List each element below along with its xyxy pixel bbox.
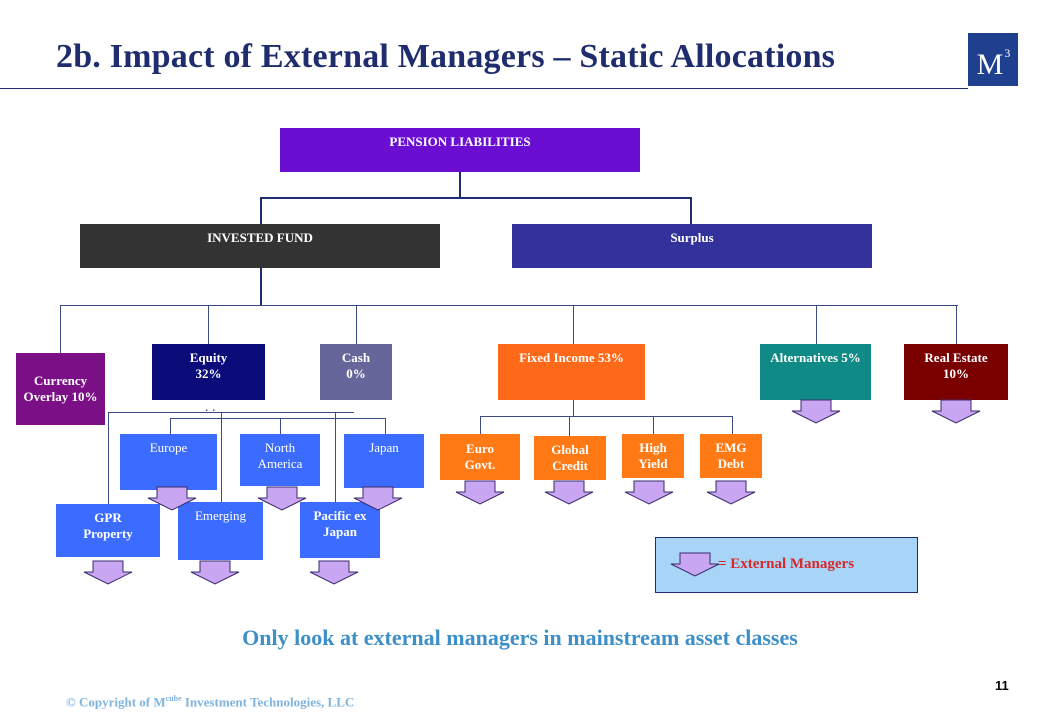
logo-superscript: 3: [1004, 46, 1011, 60]
connector-japan: [385, 418, 386, 434]
connector-liabilities-down: [459, 172, 461, 198]
europe-box: Europe: [120, 434, 217, 490]
connector-fixed-down: [573, 400, 574, 417]
connector-pacific: [335, 412, 336, 504]
connector-equity: [208, 305, 209, 345]
pacific-ex-japan-label: Pacific ex Japan: [313, 508, 367, 540]
alternatives-box: Alternatives 5%: [760, 344, 871, 400]
emerging-label: Emerging: [194, 508, 247, 523]
north-america-label: North America: [257, 440, 303, 472]
real-estate-label: Real Estate 10%: [924, 350, 988, 382]
footer-message: Only look at external managers in mainst…: [242, 625, 798, 650]
connector-emerging: [221, 412, 222, 504]
high-yield-box: High Yield: [622, 434, 684, 478]
global-credit-label: Global Credit: [551, 441, 589, 473]
connector-emgdebt: [732, 416, 733, 434]
pension-liabilities-box: PENSION LIABILITIES: [280, 128, 640, 172]
alternatives-label: Alternatives 5%: [770, 350, 861, 365]
connector-eurogovt: [480, 416, 481, 434]
real-estate-arrow-icon: [931, 399, 981, 424]
page-title: 2b. Impact of External Managers – Static…: [56, 38, 836, 75]
north-america-arrow-icon: [257, 486, 307, 511]
fixed-income-box: Fixed Income 53%: [498, 344, 645, 400]
connector-top-horizontal: [260, 197, 691, 199]
company-logo: M3: [968, 33, 1018, 86]
global-credit-box: Global Credit: [534, 436, 606, 480]
copyright-suffix: Investment Technologies, LLC: [181, 694, 355, 710]
global-credit-arrow-icon: [544, 480, 594, 505]
legend-label: = External Managers: [718, 556, 855, 572]
logo-letter: M: [976, 48, 1004, 81]
title-underline: [0, 88, 968, 89]
copyright: © Copyright of Mcube Investment Technolo…: [66, 694, 354, 710]
emg-debt-arrow-icon: [706, 480, 756, 505]
copyright-prefix: © Copyright of M: [66, 694, 166, 710]
copyright-sup: cube: [165, 694, 182, 703]
europe-label: Europe: [149, 440, 188, 455]
connector-surplus-up: [690, 197, 692, 225]
connector-fund-down: [260, 268, 262, 306]
euro-govt-arrow-icon: [455, 480, 505, 505]
real-estate-box: Real Estate 10%: [904, 344, 1008, 400]
invested-fund-label: INVESTED FUND: [207, 230, 313, 245]
connector-northamerica: [280, 418, 281, 434]
connector-europe: [170, 418, 171, 434]
connector-highyield: [653, 416, 654, 434]
fixed-income-label: Fixed Income 53%: [519, 350, 624, 365]
gpr-property-label: GPR Property: [83, 510, 133, 542]
connector-fixed: [573, 305, 574, 345]
connector-assets-horizontal: [60, 305, 958, 306]
currency-overlay-box: Currency Overlay 10%: [16, 353, 105, 425]
pension-liabilities-label: PENSION LIABILITIES: [389, 134, 531, 149]
emg-debt-label: EMG Debt: [715, 439, 747, 471]
japan-label: Japan: [369, 440, 399, 455]
japan-box: Japan: [344, 434, 424, 488]
emerging-box: Emerging: [178, 502, 263, 560]
connector-cash: [356, 305, 357, 345]
connector-realestate: [956, 305, 957, 345]
invested-fund-box: INVESTED FUND: [80, 224, 440, 268]
connector-currency: [60, 305, 61, 353]
gpr-property-box: GPR Property: [56, 504, 160, 557]
page-number: 11: [995, 678, 1009, 693]
euro-govt-label: Euro Govt.: [464, 440, 496, 472]
cash-box: Cash 0%: [320, 344, 392, 400]
alternatives-arrow-icon: [791, 399, 841, 424]
equity-label: Equity 32%: [189, 350, 228, 382]
gpr-property-arrow-icon: [83, 560, 133, 585]
emg-debt-box: EMG Debt: [700, 434, 762, 478]
surplus-label: Surplus: [670, 230, 714, 245]
connector-fixed-sub-horizontal: [480, 416, 733, 417]
equity-ellipsis: . .: [205, 400, 216, 415]
currency-overlay-label: Currency Overlay 10%: [23, 372, 98, 404]
north-america-box: North America: [240, 434, 320, 486]
pacific-ex-japan-box: Pacific ex Japan: [300, 502, 380, 558]
high-yield-label: High Yield: [638, 439, 668, 471]
connector-fund-up: [260, 197, 262, 225]
surplus-box: Surplus: [512, 224, 872, 268]
pacific-ex-japan-arrow-icon: [309, 560, 359, 585]
connector-equity-sub-row1: [170, 418, 386, 419]
equity-box: Equity 32%: [152, 344, 265, 400]
connector-alternatives: [816, 305, 817, 345]
connector-globalcredit: [569, 416, 570, 436]
high-yield-arrow-icon: [624, 480, 674, 505]
emerging-arrow-icon: [190, 560, 240, 585]
cash-label: Cash 0%: [341, 350, 371, 382]
connector-gpr: [108, 412, 109, 504]
connector-equity-sub-row2: [108, 412, 354, 413]
euro-govt-box: Euro Govt.: [440, 434, 520, 480]
